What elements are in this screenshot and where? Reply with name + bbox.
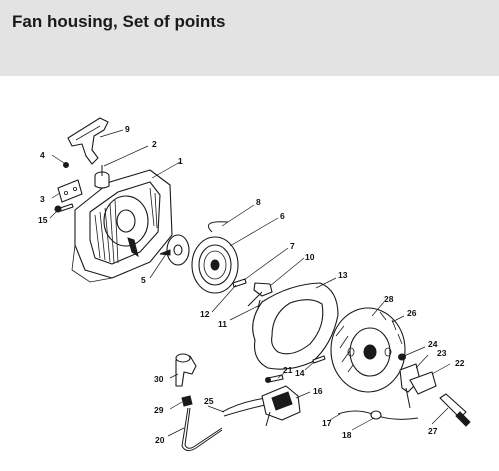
callout-2: 2 xyxy=(152,139,157,149)
header-band: Fan housing, Set of points xyxy=(0,0,499,76)
callout-23: 23 xyxy=(437,348,447,358)
callout-18: 18 xyxy=(342,430,352,440)
part-short-circuit-wire xyxy=(337,410,419,420)
part-rewind-spring xyxy=(208,221,229,233)
callout-21: 21 xyxy=(283,365,293,375)
part-screw-4 xyxy=(63,162,69,168)
callout-24: 24 xyxy=(428,339,438,349)
callout-labels: 1 2 3 4 5 6 7 8 9 10 11 12 13 14 15 16 1… xyxy=(38,124,465,445)
callout-20: 20 xyxy=(155,435,165,445)
callout-28: 28 xyxy=(384,294,394,304)
callout-26: 26 xyxy=(407,308,417,318)
callout-12: 12 xyxy=(200,309,210,319)
part-spark-plug-boot xyxy=(175,353,197,387)
part-clip xyxy=(181,395,193,407)
part-contact-set xyxy=(398,353,437,409)
callout-10: 10 xyxy=(305,252,315,262)
callout-27: 27 xyxy=(428,426,438,436)
callout-4: 4 xyxy=(40,150,45,160)
callout-17: 17 xyxy=(322,418,332,428)
part-rope-guide xyxy=(94,165,110,189)
part-pawl xyxy=(247,282,273,309)
callout-15: 15 xyxy=(38,215,48,225)
callout-8: 8 xyxy=(256,197,261,207)
leader-lines xyxy=(49,129,451,437)
callout-11: 11 xyxy=(218,319,227,329)
callout-25: 25 xyxy=(204,396,214,406)
part-spark-plug xyxy=(439,393,471,427)
callout-22: 22 xyxy=(455,358,465,368)
part-flywheel xyxy=(330,307,406,393)
callout-29: 29 xyxy=(154,405,164,415)
part-ignition-coil xyxy=(261,385,301,427)
part-pin xyxy=(232,278,247,288)
callout-1: 1 xyxy=(178,156,183,166)
part-screw-15 xyxy=(54,203,74,213)
part-ignition-lead xyxy=(181,407,223,452)
callout-16: 16 xyxy=(313,386,323,396)
callout-9: 9 xyxy=(125,124,130,134)
callout-5: 5 xyxy=(141,275,146,285)
callout-6: 6 xyxy=(280,211,285,221)
part-plate xyxy=(57,179,83,203)
page-title: Fan housing, Set of points xyxy=(12,12,226,31)
part-starter-grip xyxy=(67,117,109,165)
part-fan-housing xyxy=(71,169,173,283)
part-washer xyxy=(159,234,190,266)
part-fan-cover xyxy=(252,282,339,370)
part-rope-rotor xyxy=(191,236,239,294)
callout-13: 13 xyxy=(338,270,348,280)
callout-3: 3 xyxy=(40,194,45,204)
callout-7: 7 xyxy=(290,241,295,251)
callout-14: 14 xyxy=(295,368,305,378)
callout-30: 30 xyxy=(154,374,164,384)
